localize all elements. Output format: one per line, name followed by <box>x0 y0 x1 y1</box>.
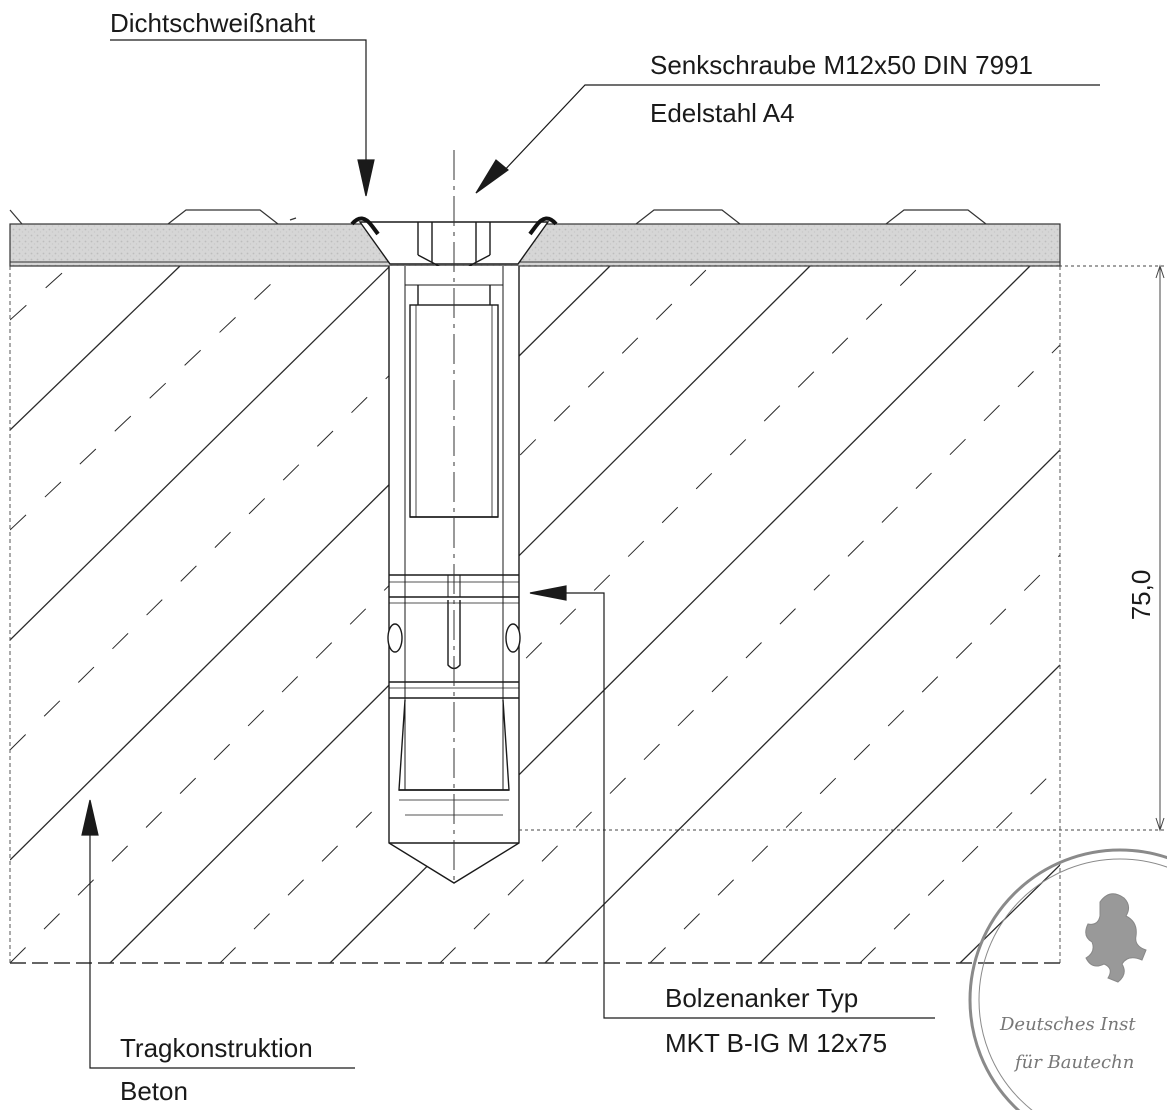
bear-emblem-icon <box>1085 893 1147 983</box>
concrete-hatching <box>10 266 1060 963</box>
stamp-line-1: Deutsches Inst <box>999 1014 1136 1035</box>
dimension-value: 75,0 <box>1126 570 1156 621</box>
support-arrow <box>81 799 99 836</box>
leader-lines <box>81 39 1100 1069</box>
screw-arrow <box>475 159 509 194</box>
screw-label-line-2: Edelstahl A4 <box>650 98 795 128</box>
support-label-line-2: Beton <box>120 1076 188 1106</box>
anchor-arrow <box>529 585 567 601</box>
anchor-label-line-2: MKT B-IG M 12x75 <box>665 1028 888 1058</box>
seal-weld <box>350 216 558 236</box>
depth-dimension <box>519 264 1167 832</box>
seal-weld-label: Dichtschweißnaht <box>110 8 316 38</box>
concrete-support <box>9 266 1061 964</box>
screw-label-line-1: Senkschraube M12x50 DIN 7991 <box>650 50 1034 80</box>
cover-plate <box>9 209 1061 267</box>
seal-weld-arrow <box>357 159 375 197</box>
anchor-label-line-1: Bolzenanker Typ <box>665 983 859 1013</box>
plate-studs <box>9 209 987 225</box>
stamp-line-2: für Bautechn <box>1013 1052 1134 1073</box>
approval-stamp: Deutsches Inst für Bautechn <box>968 848 1167 1110</box>
support-label-line-1: Tragkonstruktion <box>120 1033 313 1063</box>
